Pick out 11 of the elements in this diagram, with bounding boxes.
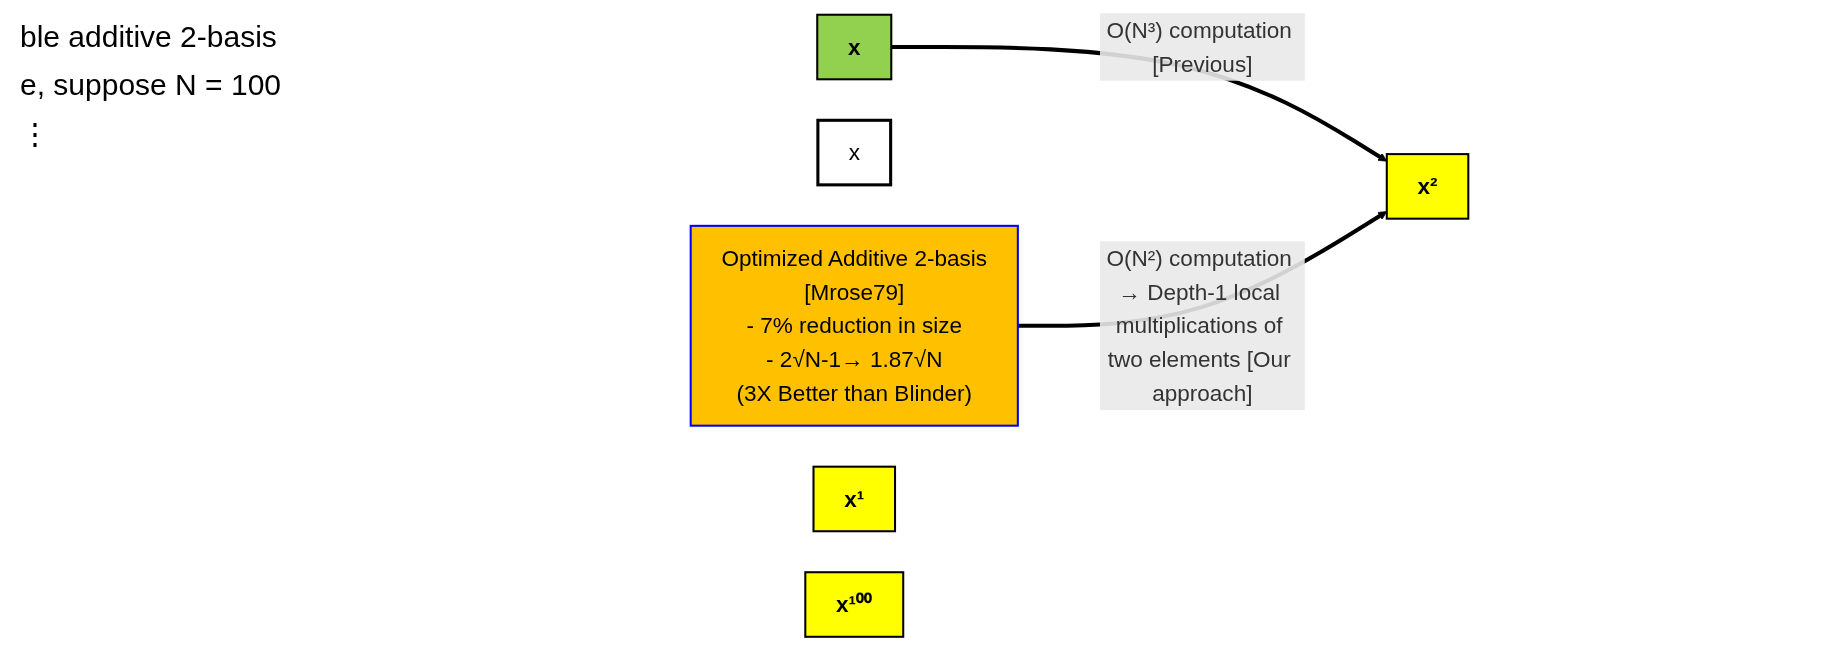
edge-label: O(N³) computation [Previous] <box>1106 17 1292 77</box>
node-box: x¹⁰⁰ <box>804 571 905 638</box>
node-box: x <box>816 118 893 187</box>
note-text: e, suppose N = 100 <box>20 68 283 102</box>
note-text: ⋮ <box>20 116 51 151</box>
note-text: ble additive 2-basis <box>20 20 278 54</box>
edge-label: O(N²) computation → Depth-1 local multiplications of two elements [Our approach] <box>1106 245 1292 407</box>
node-box: Optimized Additive 2-basis [Mrose79] - 7% reduction in size - 2√N-1→ 1.87√N (3X Better than Blinder) <box>689 224 1019 427</box>
node-box: x¹ <box>812 465 897 533</box>
node-box: x² <box>1385 153 1470 220</box>
node-box: x <box>816 13 893 81</box>
